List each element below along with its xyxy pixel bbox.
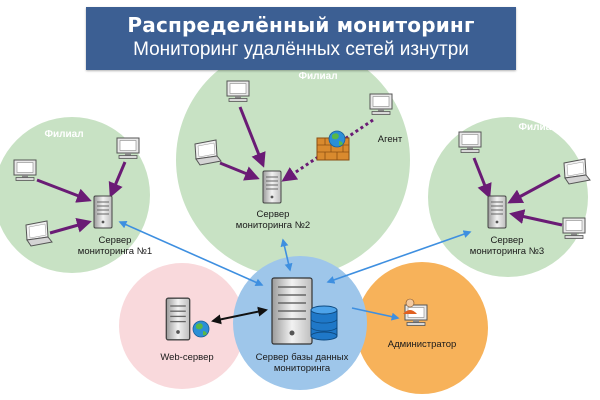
link-laptop2-server2 bbox=[219, 161, 260, 181]
link-laptop1-server1 bbox=[49, 218, 92, 235]
header-banner: Распределённый мониторинг Мониторинг уда… bbox=[86, 7, 516, 70]
server-icon bbox=[262, 170, 282, 204]
pc-icon bbox=[13, 159, 37, 181]
globe-icon bbox=[328, 130, 346, 148]
db-server-label: Сервер базы данных мониторинга bbox=[255, 352, 349, 374]
server-icon bbox=[487, 195, 507, 229]
sync-server1-db bbox=[118, 220, 264, 287]
db-server-icon bbox=[271, 277, 313, 345]
link-laptop3-server3 bbox=[507, 173, 561, 204]
branch-label-2: Филиал bbox=[298, 71, 338, 82]
link-pc5-server3 bbox=[509, 209, 563, 227]
branch-label-1: Филиал bbox=[44, 129, 84, 140]
link-pc4-server3 bbox=[472, 157, 492, 199]
pc-icon bbox=[226, 80, 250, 102]
server1-label: Сервер мониторинга №1 bbox=[77, 235, 153, 257]
laptop-icon bbox=[563, 158, 591, 185]
admin-workstation-icon bbox=[403, 298, 428, 326]
globe-icon bbox=[192, 320, 210, 338]
server2-label: Сервер мониторинга №2 bbox=[235, 209, 311, 231]
sync-server3-db bbox=[326, 230, 472, 284]
link-pc2-server1 bbox=[108, 161, 127, 198]
web-server-label: Web-сервер bbox=[160, 352, 214, 363]
database-icon bbox=[310, 305, 338, 341]
page-title: Распределённый мониторинг bbox=[127, 13, 475, 37]
agent-label: Агент bbox=[377, 134, 403, 145]
admin-label: Администратор bbox=[387, 339, 457, 350]
server-icon bbox=[93, 195, 113, 229]
page-subtitle: Мониторинг удалённых сетей изнутри bbox=[133, 39, 469, 60]
server3-label: Сервер мониторинга №3 bbox=[469, 235, 545, 257]
link-pc3-server2 bbox=[238, 106, 266, 168]
pc-icon bbox=[116, 137, 140, 159]
pc-icon bbox=[562, 217, 586, 239]
link-pc1-server1 bbox=[36, 178, 92, 203]
link-db-admin bbox=[351, 307, 400, 321]
pc-icon bbox=[369, 93, 393, 115]
admin-zone bbox=[356, 262, 488, 394]
sync-server2-db bbox=[280, 238, 293, 272]
link-web-db bbox=[211, 306, 268, 325]
branch-label-3: Филиал bbox=[518, 122, 558, 133]
web-server-icon bbox=[165, 297, 191, 341]
pc-icon bbox=[458, 131, 482, 153]
